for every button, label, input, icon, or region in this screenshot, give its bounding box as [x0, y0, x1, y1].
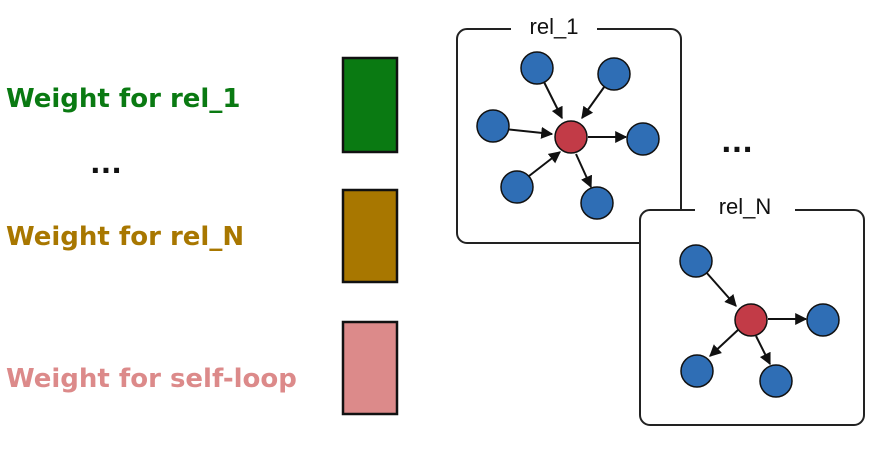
neighbor-node	[680, 354, 714, 388]
neighbor-node	[626, 122, 660, 156]
graph-panel-rel-n: rel_N	[639, 194, 865, 426]
neighbor-node	[759, 364, 793, 398]
graph-title-rel-1: rel_1	[530, 14, 579, 39]
weight-label-self-loop: Weight for self-loop	[6, 364, 297, 394]
neighbor-node	[679, 244, 713, 278]
edge	[575, 153, 592, 189]
edge	[755, 335, 771, 366]
weight-label-rel-1: Weight for rel_1	[6, 84, 241, 114]
neighbor-node	[806, 303, 840, 337]
weight-labels-ellipsis: ...	[90, 147, 122, 180]
center-node	[554, 120, 588, 154]
weight-block-rel-1	[341, 56, 399, 154]
graph-panel-rel-1: rel_1	[456, 14, 682, 244]
graph-title-rel-n: rel_N	[719, 194, 772, 219]
center-node	[734, 303, 768, 337]
neighbor-node	[597, 57, 631, 91]
neighbor-node	[476, 109, 510, 143]
graphs-ellipsis: ...	[721, 126, 753, 159]
edge	[709, 328, 740, 357]
neighbor-node	[580, 186, 614, 220]
weight-label-rel-n: Weight for rel_N	[6, 222, 245, 252]
neighbor-node	[520, 51, 554, 85]
weight-block-rel-n	[341, 188, 399, 284]
weight-block-self-loop	[341, 320, 399, 416]
neighbor-node	[500, 170, 534, 204]
